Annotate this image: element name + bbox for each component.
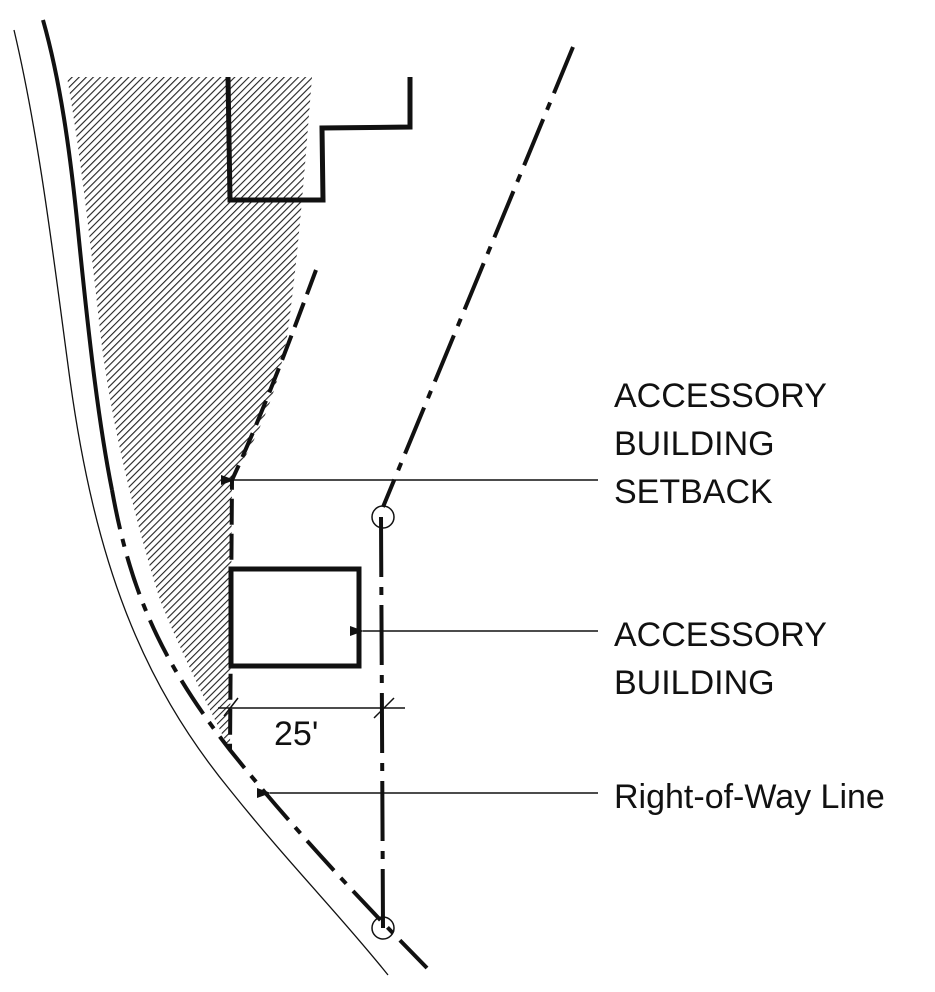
- building-label-line1: ACCESSORY: [614, 616, 827, 654]
- lot-corner-marker: [371, 916, 395, 940]
- accessory-setback-line: [228, 269, 318, 751]
- setback-label-line2: BUILDING: [614, 425, 775, 463]
- dimension-tick: [373, 697, 395, 719]
- setback-label-line1: ACCESSORY: [614, 377, 827, 415]
- dimension-tick: [223, 697, 239, 717]
- street-edge-line: [13, 29, 389, 976]
- right-of-way-line: [41, 19, 114, 491]
- row-label: Right-of-Way Line: [614, 778, 885, 816]
- setback-label-line3: SETBACK: [614, 473, 773, 511]
- dimension-label: 25': [274, 715, 318, 753]
- side-lot-line: [379, 516, 385, 929]
- main-building-outline: [225, 76, 413, 203]
- setback-hatched-area: [67, 77, 312, 750]
- accessory-building: [228, 566, 362, 669]
- building-label-line2: BUILDING: [614, 664, 775, 702]
- lot-line: [381, 46, 575, 508]
